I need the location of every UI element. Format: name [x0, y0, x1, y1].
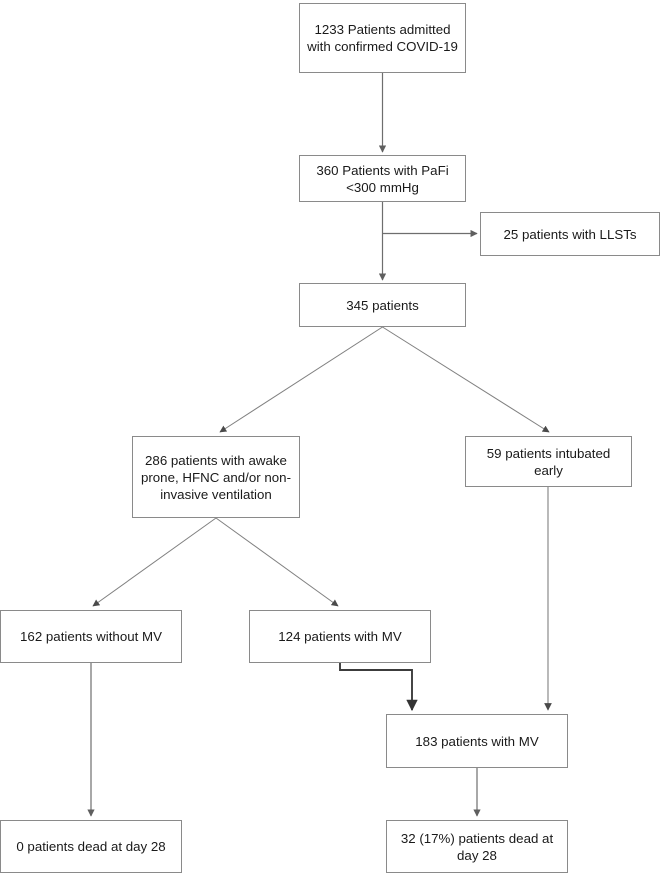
node-llsts-excluded: 25 patients with LLSTs — [480, 212, 660, 256]
edge-345-to-awake — [219, 326, 383, 433]
node-with-mv-183-label: 183 patients with MV — [415, 733, 539, 749]
node-345-patients-label: 345 patients — [346, 297, 419, 313]
node-intubated-early-label: 59 patients intubated early — [486, 445, 611, 478]
node-dead-day28-right-label: 32 (17%) patients dead at day 28 — [400, 830, 554, 863]
node-llsts-excluded-label: 25 patients with LLSTs — [503, 226, 637, 242]
node-dead-day28-right: 32 (17%) patients dead at day 28 — [386, 820, 568, 873]
node-awake-prone-hfnc-niv: 286 patients with awake prone, HFNC and/… — [132, 436, 300, 518]
node-admitted: 1233 Patients admitted with confirmed CO… — [299, 3, 466, 73]
node-dead-day28-left: 0 patients dead at day 28 — [0, 820, 182, 873]
node-with-mv-124: 124 patients with MV — [249, 610, 431, 663]
node-admitted-label: 1233 Patients admitted with confirmed CO… — [307, 22, 458, 54]
node-dead-day28-left-label: 0 patients dead at day 28 — [16, 839, 166, 854]
edge-awake-to-124-mv — [215, 517, 339, 607]
node-without-mv: 162 patients without MV — [0, 610, 182, 663]
node-pafi-under-300: 360 Patients with PaFi <300 mmHg — [299, 155, 466, 202]
node-with-mv-183: 183 patients with MV — [386, 714, 568, 768]
node-intubated-early: 59 patients intubated early — [465, 436, 632, 487]
node-awake-prone-hfnc-niv-label: 286 patients with awake prone, HFNC and/… — [140, 452, 292, 502]
edge-awake-to-no-mv — [92, 517, 217, 607]
edge-124-mv-to-183-mv — [339, 663, 418, 712]
node-345-patients: 345 patients — [299, 283, 466, 327]
node-without-mv-label: 162 patients without MV — [20, 629, 162, 644]
node-pafi-under-300-label: 360 Patients with PaFi <300 mmHg — [316, 162, 449, 195]
node-with-mv-124-label: 124 patients with MV — [278, 629, 402, 644]
edge-345-to-intubated — [382, 326, 550, 433]
